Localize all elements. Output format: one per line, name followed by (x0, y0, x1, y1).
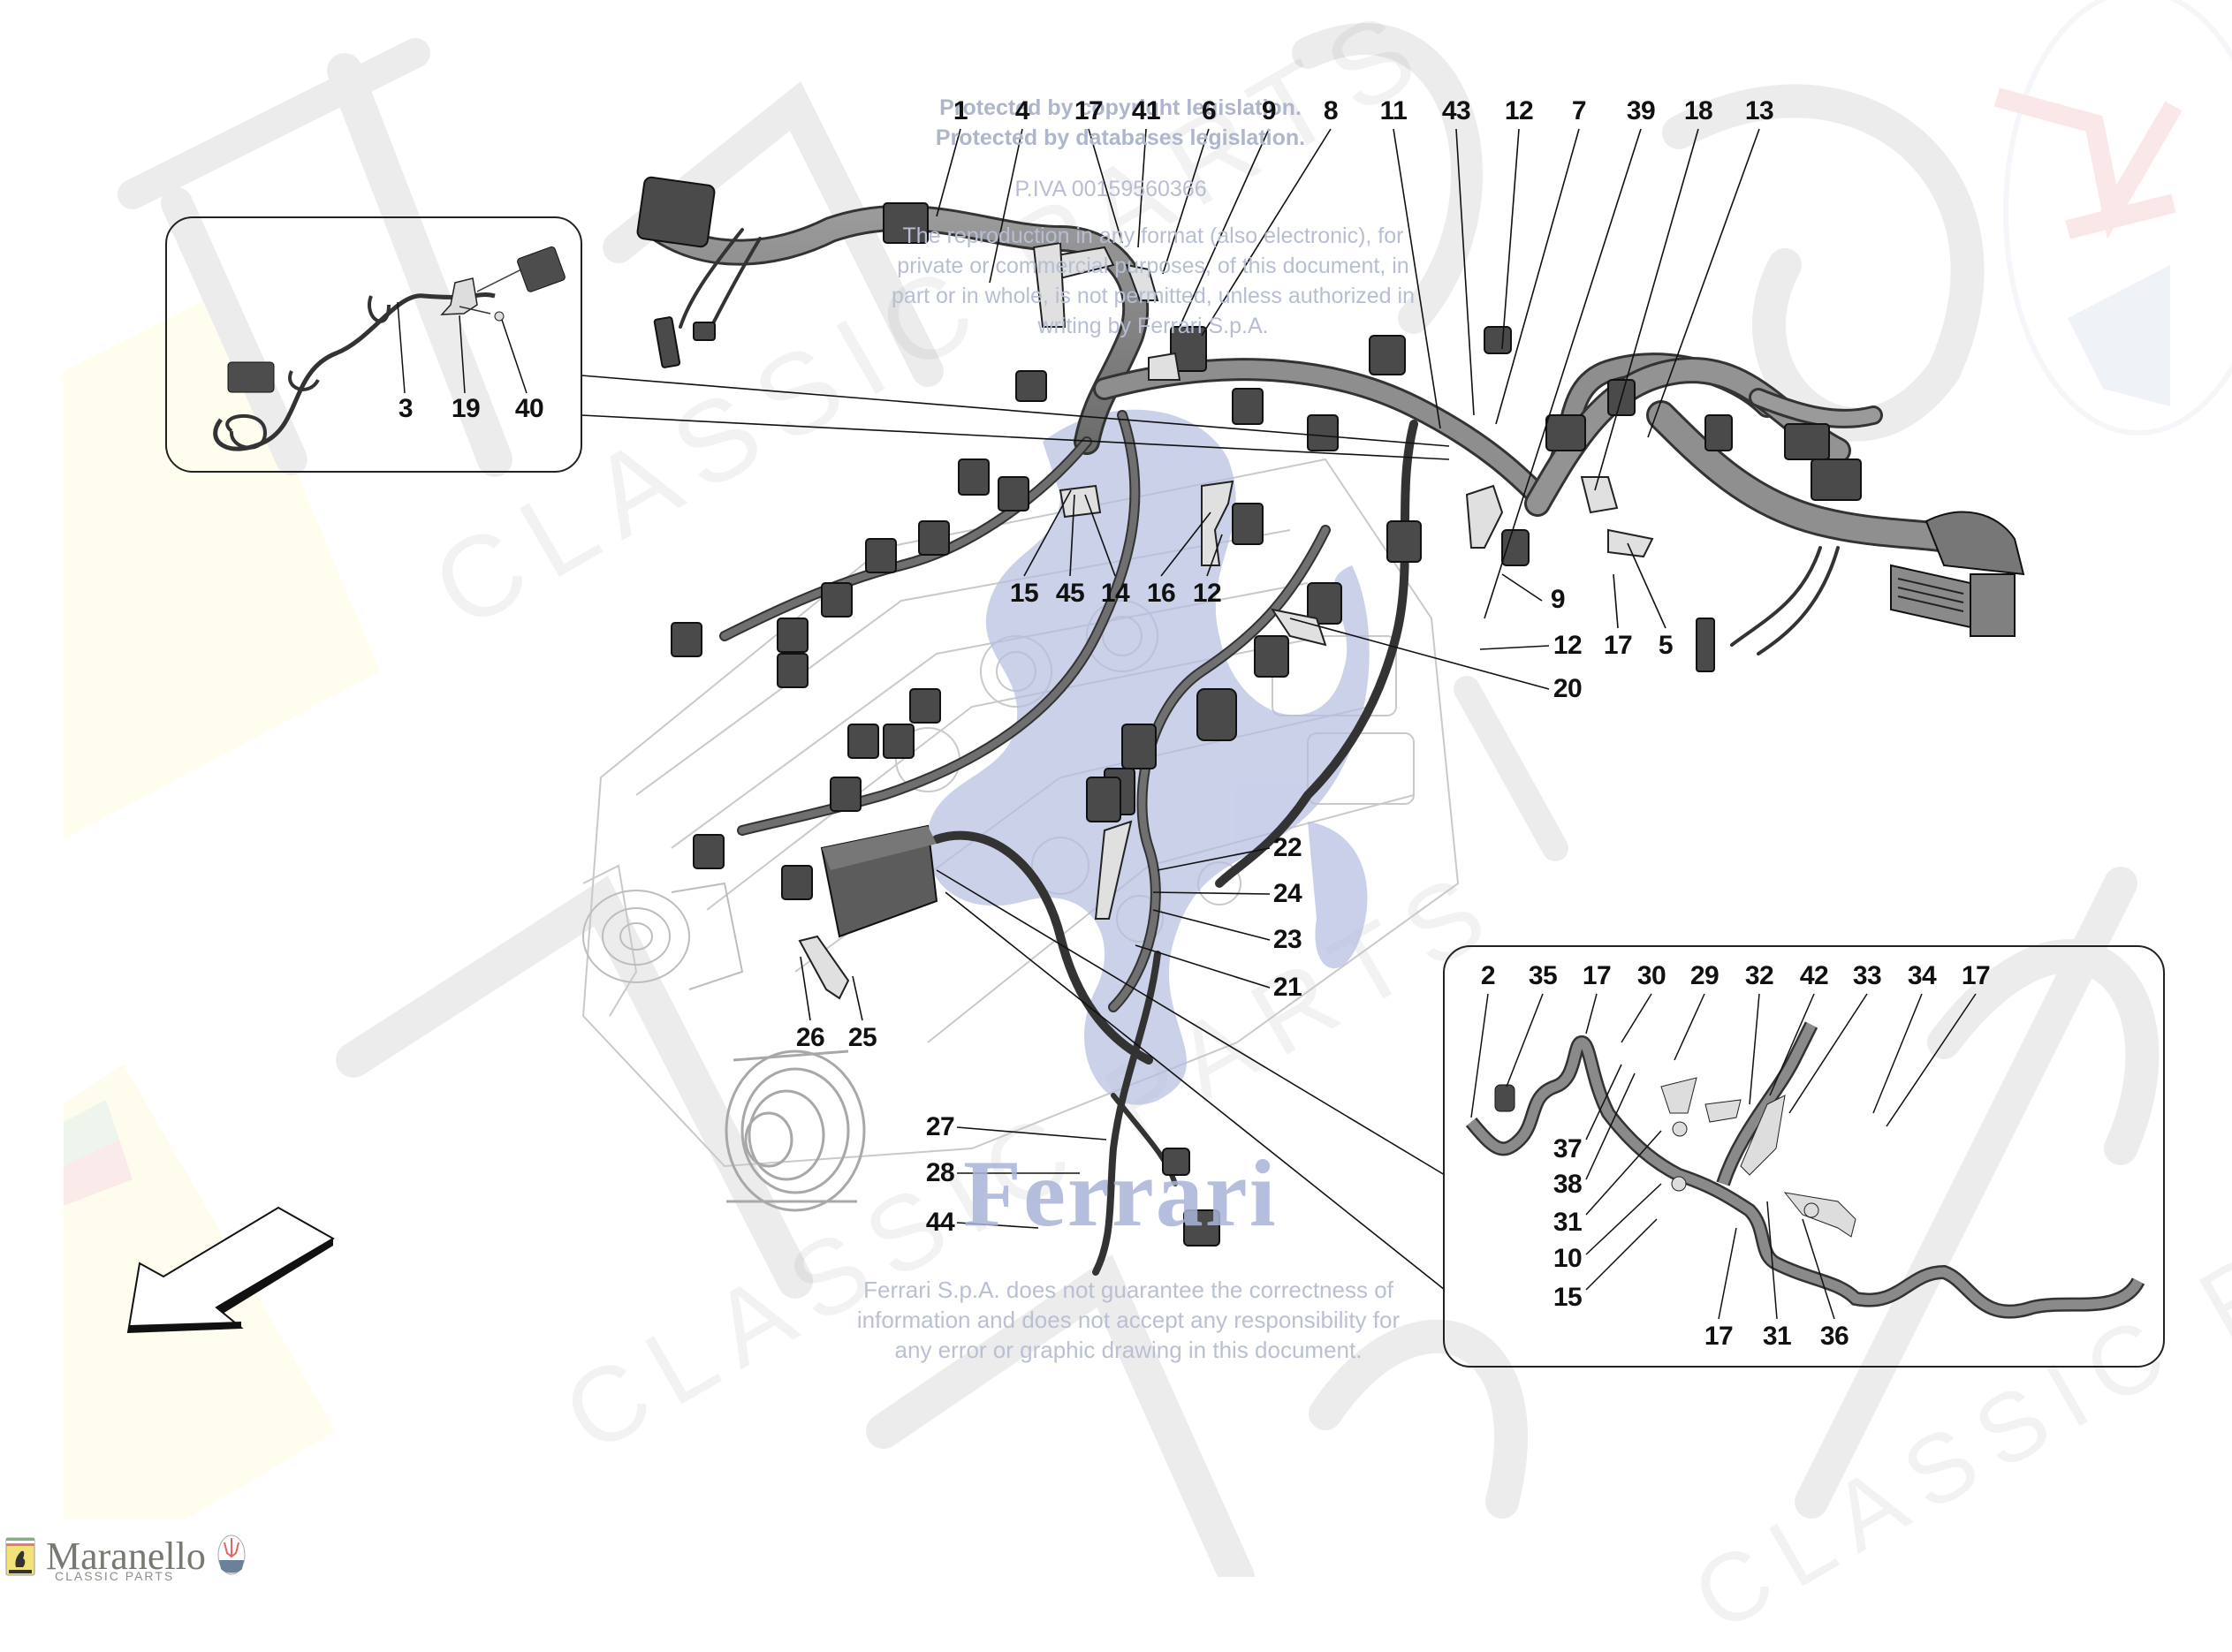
callout-label-9[interactable]: 9 (1261, 96, 1277, 125)
callout-label-17[interactable]: 17 (1704, 1322, 1734, 1351)
callout-label-19[interactable]: 19 (451, 394, 481, 423)
harness-brackets (798, 241, 1654, 1000)
harness-connectors (636, 176, 1862, 1247)
callout-label-22[interactable]: 22 (1272, 833, 1302, 862)
reproduction-watermark-line-2: private or commercial purposes, of this … (897, 254, 1409, 278)
reproduction-watermark-line-1: The reproduction in any format (also ele… (902, 224, 1404, 248)
callout-label-45[interactable]: 45 (1055, 579, 1085, 608)
callout-label-18[interactable]: 18 (1683, 96, 1713, 125)
callout-label-8[interactable]: 8 (1323, 96, 1339, 125)
callout-label-38[interactable]: 38 (1553, 1170, 1583, 1199)
callout-label-15[interactable]: 15 (1009, 579, 1039, 608)
maserati-trident-icon (217, 1535, 246, 1575)
callout-label-1[interactable]: 1 (953, 96, 968, 125)
callout-label-36[interactable]: 36 (1819, 1322, 1849, 1351)
callout-label-2[interactable]: 2 (1480, 961, 1496, 990)
callout-label-9[interactable]: 9 (1550, 585, 1566, 614)
callout-label-41[interactable]: 41 (1131, 96, 1161, 125)
callout-label-42[interactable]: 42 (1799, 961, 1829, 990)
disclaimer-line-2: information and does not accept any resp… (856, 1307, 1401, 1333)
ferrari-wordmark-watermark: Ferrari (963, 1141, 1278, 1247)
callout-label-43[interactable]: 43 (1441, 96, 1471, 125)
callout-label-17[interactable]: 17 (1074, 96, 1104, 125)
engine-harness-drawing (126, 128, 2165, 1368)
reproduction-watermark-line-3: part or in whole, is not permitted, unle… (892, 284, 1415, 308)
callout-label-13[interactable]: 13 (1744, 96, 1774, 125)
callout-label-27[interactable]: 27 (925, 1112, 955, 1141)
maranello-script-watermark (118, 23, 2160, 1577)
maserati-watermark-icon (1994, 0, 2232, 436)
callout-label-10[interactable]: 10 (1553, 1244, 1583, 1273)
callout-label-17[interactable]: 17 (1603, 631, 1633, 660)
callout-label-30[interactable]: 30 (1636, 961, 1666, 990)
callout-label-34[interactable]: 34 (1907, 961, 1937, 990)
alternator-outline (582, 882, 744, 990)
background-watermark-layer (64, 0, 2232, 1577)
callout-label-39[interactable]: 39 (1626, 96, 1656, 125)
callout-label-3[interactable]: 3 (398, 394, 414, 423)
callout-label-40[interactable]: 40 (514, 394, 544, 423)
callout-label-11[interactable]: 11 (1379, 96, 1408, 125)
logo-name: Maranello (46, 1535, 206, 1578)
callout-label-33[interactable]: 33 (1852, 961, 1882, 990)
vat-number-watermark: P.IVA 00159560366 (1014, 177, 1207, 201)
copyright-watermark-line-1: Protected by copyright legislation. (939, 95, 1302, 120)
left-inset-detail (165, 216, 582, 473)
callout-label-4[interactable]: 4 (1014, 96, 1030, 125)
callout-label-6[interactable]: 6 (1201, 96, 1217, 125)
callout-label-23[interactable]: 23 (1272, 925, 1302, 954)
front-direction-arrow-icon (126, 1206, 335, 1334)
reproduction-watermark-line-4: writing by Ferrari S.p.A. (1037, 314, 1269, 338)
callout-label-31[interactable]: 31 (1553, 1208, 1583, 1237)
copyright-watermark-line-2: Protected by databases legislation. (935, 125, 1306, 150)
callout-label-12[interactable]: 12 (1192, 579, 1222, 608)
callout-label-17[interactable]: 17 (1582, 961, 1612, 990)
callout-label-31[interactable]: 31 (1762, 1322, 1792, 1351)
diagram-canvas: CLASSIC PARTS CLASSIC PARTS CLASSIC PART… (5, 0, 2232, 1652)
callout-label-16[interactable]: 16 (1146, 579, 1176, 608)
callout-label-29[interactable]: 29 (1689, 961, 1720, 990)
callout-label-37[interactable]: 37 (1553, 1134, 1583, 1163)
callout-label-17[interactable]: 17 (1961, 961, 1991, 990)
disclaimer-line-1: Ferrari S.p.A. does not guarantee the co… (863, 1277, 1393, 1303)
crank-pulley-outline (725, 1050, 866, 1212)
right-inset-detail (1443, 945, 2165, 1368)
logo-subtitle: CLASSIC PARTS (55, 1569, 175, 1583)
relay-box-icon (820, 824, 938, 938)
callout-label-12[interactable]: 12 (1504, 96, 1534, 125)
ecu-connector-icon (1890, 511, 2025, 637)
callout-label-28[interactable]: 28 (925, 1158, 955, 1187)
connector-large-left-icon (636, 176, 716, 248)
callout-label-15[interactable]: 15 (1553, 1283, 1583, 1312)
callout-label-24[interactable]: 24 (1272, 879, 1302, 908)
disclaimer-line-3: any error or graphic drawing in this doc… (894, 1337, 1363, 1363)
callout-label-14[interactable]: 14 (1100, 579, 1130, 608)
callout-label-44[interactable]: 44 (925, 1208, 955, 1237)
callout-label-35[interactable]: 35 (1528, 961, 1558, 990)
callout-label-26[interactable]: 26 (795, 1023, 825, 1052)
callout-label-21[interactable]: 21 (1272, 973, 1302, 1002)
callout-leader-lines (581, 128, 1760, 1291)
callout-label-5[interactable]: 5 (1658, 631, 1674, 660)
callout-label-32[interactable]: 32 (1744, 961, 1774, 990)
callout-label-7[interactable]: 7 (1571, 96, 1587, 125)
callout-label-12[interactable]: 12 (1553, 631, 1583, 660)
ferrari-shield-icon (5, 1537, 35, 1576)
maranello-classic-parts-logo: Maranello CLASSIC PARTS (5, 1535, 247, 1583)
callout-label-25[interactable]: 25 (847, 1023, 877, 1052)
callout-label-20[interactable]: 20 (1553, 674, 1583, 703)
